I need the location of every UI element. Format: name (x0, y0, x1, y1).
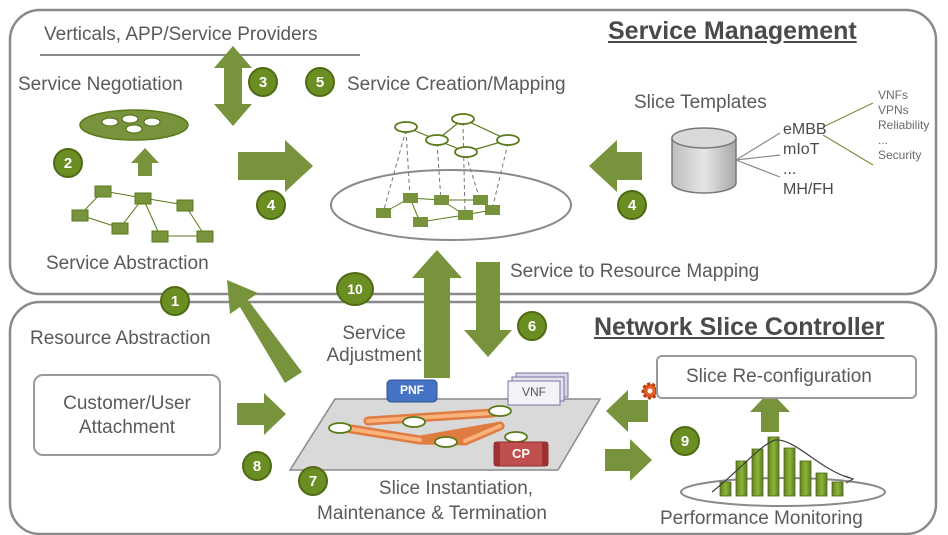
template-property-list: VNFs VPNs Reliability ... Security (878, 88, 929, 163)
step-badge-7: 7 (298, 466, 328, 496)
slice-templates-database (671, 102, 874, 194)
vnf-label: VNF (522, 385, 546, 399)
step-badge-4-left: 4 (256, 190, 286, 220)
cp-label: CP (511, 446, 531, 461)
resource-abstraction-arrow (227, 280, 302, 383)
template-item: ... (783, 161, 797, 178)
service-to-resource-label: Service to Resource Mapping (510, 261, 760, 282)
slice-to-monitoring-arrow (605, 439, 652, 481)
step-badge-6: 6 (517, 311, 547, 341)
monitoring-to-reconfiguration-arrow (750, 391, 790, 432)
step-badge-3: 3 (248, 67, 278, 97)
service-management-title: Service Management (608, 17, 857, 45)
reconfiguration-to-slice-arrow (606, 390, 648, 432)
customer-attachment-label: Customer/User Attachment (63, 393, 191, 438)
slice-instantiation-label: Slice Instantiation, Maintenance & Termi… (317, 478, 547, 524)
performance-monitoring-chart (680, 436, 886, 507)
service-to-resource-down-arrow (464, 262, 512, 357)
service-negotiation-label: Service Negotiation (18, 74, 183, 95)
customer-to-slice-arrow (237, 393, 286, 435)
step-badge-1: 1 (160, 286, 190, 316)
network-slice-controller-title: Network Slice Controller (594, 313, 885, 341)
template-property: VNFs (878, 88, 908, 102)
step-badge-2: 2 (53, 148, 83, 178)
template-property: VPNs (878, 103, 909, 117)
step-badge-9: 9 (670, 426, 700, 456)
step-badge-4-right: 4 (617, 190, 647, 220)
service-abstraction-graph (71, 185, 214, 243)
abstraction-to-creation-arrow (238, 140, 313, 192)
template-list: eMBB mIoT ... MH/FH (783, 120, 834, 200)
abstraction-up-arrow (131, 148, 159, 176)
service-adjustment-label: Service Adjustment (326, 323, 422, 366)
step-badge-10: 10 (336, 272, 374, 306)
step-badge-8: 8 (242, 451, 272, 481)
resource-abstraction-label: Resource Abstraction (30, 328, 211, 349)
slice-reconfiguration-label: Slice Re-configuration (686, 366, 872, 387)
template-property: Security (878, 148, 922, 162)
template-item: mIoT (783, 141, 820, 158)
service-creation-label: Service Creation/Mapping (347, 74, 566, 95)
performance-monitoring-label: Performance Monitoring (660, 508, 863, 529)
slice-instantiation-platform (288, 372, 602, 471)
customer-attachment-box: Customer/User Attachment (33, 374, 221, 456)
service-creation-graph (330, 113, 572, 241)
service-adjustment-up-arrow (412, 250, 462, 378)
template-item: eMBB (783, 121, 827, 138)
verticals-label: Verticals, APP/Service Providers (44, 24, 318, 45)
negotiation-double-arrow (214, 46, 252, 126)
templates-to-creation-arrow (589, 140, 642, 192)
slice-reconfiguration-box: Slice Re-configuration (656, 355, 917, 399)
template-property: Reliability (878, 118, 930, 132)
service-abstraction-label: Service Abstraction (46, 253, 209, 274)
pnf-label: PNF (400, 383, 424, 397)
step-badge-5: 5 (305, 67, 335, 97)
template-item: MH/FH (783, 181, 834, 198)
template-property: ... (878, 133, 889, 147)
slice-templates-label: Slice Templates (634, 92, 767, 113)
negotiation-disc (79, 109, 189, 141)
